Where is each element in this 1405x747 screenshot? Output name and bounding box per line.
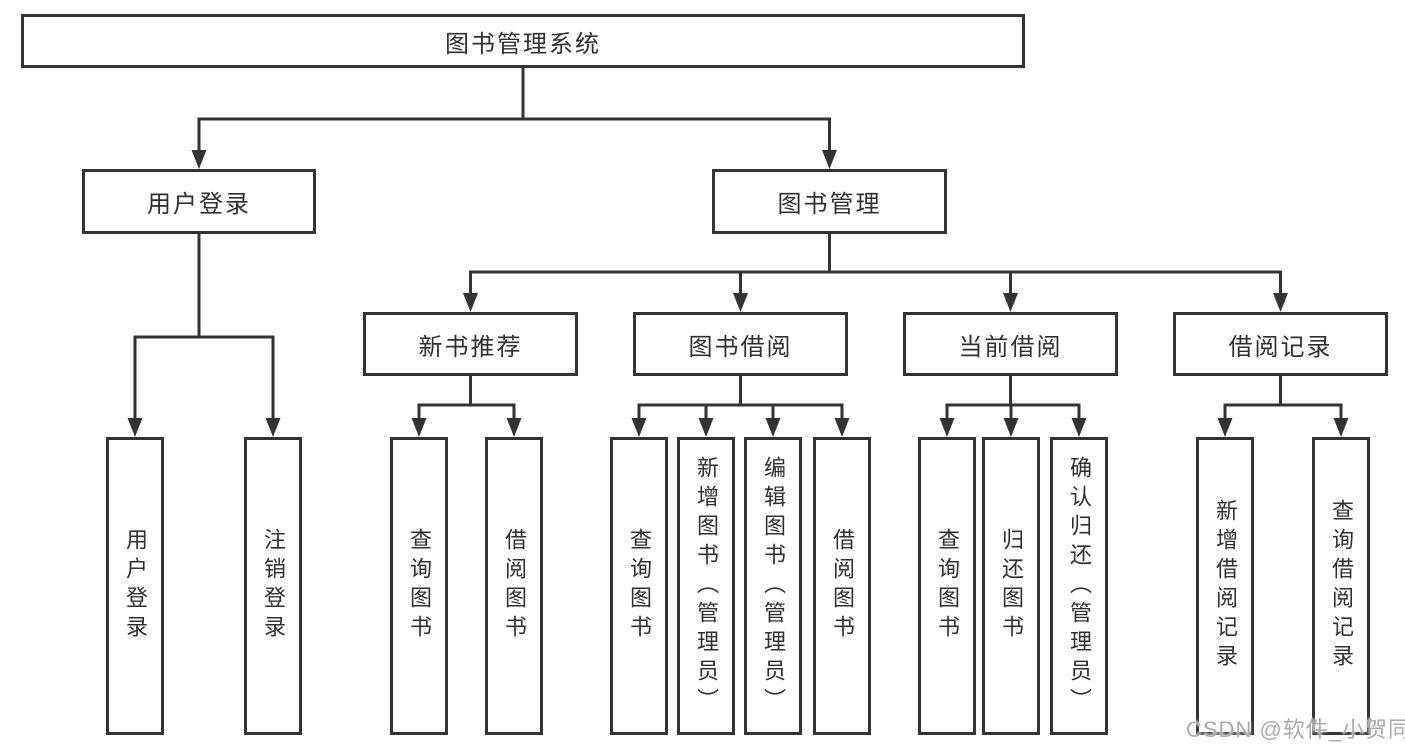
- node-new-book-recommendation: 新书推荐: [363, 312, 578, 376]
- node-user-login-label: 用户登录: [147, 191, 251, 218]
- connector-root-rail: [197, 117, 831, 152]
- arrowheads: [127, 150, 1349, 437]
- arrowhead-icon: [1333, 418, 1349, 437]
- connector-current-borrow-rail: [945, 403, 1081, 419]
- node-book-borrowing: 图书借阅: [633, 312, 848, 376]
- node-book-management-label: 图书管理: [777, 191, 882, 218]
- node-current-borrowing-label: 当前借阅: [958, 333, 1063, 361]
- leaf-bb-add-books-admin-label: 新增图书（管理员）: [694, 455, 719, 717]
- connector-book-mgmt-rail: [469, 270, 1282, 294]
- leaf-bb-edit-books-admin: 编辑图书（管理员）: [744, 437, 802, 735]
- arrowhead-icon: [1217, 418, 1233, 437]
- leaf-bb-query-books: 查询图书: [610, 437, 668, 735]
- connector-records-rail: [1223, 403, 1343, 419]
- leaf-br-add-borrow-record-label: 新增借阅记录: [1213, 499, 1238, 673]
- node-borrowing-records-label: 借阅记录: [1228, 333, 1333, 361]
- node-root-label: 图书管理系统: [445, 30, 601, 58]
- arrowhead-icon: [733, 293, 748, 312]
- node-user-login: 用户登录: [82, 169, 316, 234]
- leaf-user-login: 用户登录: [106, 437, 164, 735]
- leaf-cb-confirm-return-admin-label: 确认归还（管理员）: [1067, 455, 1092, 717]
- arrowhead-icon: [631, 418, 647, 437]
- leaf-nb-borrow-books: 借阅图书: [485, 437, 543, 735]
- leaf-nb-query-books-label: 查询图书: [407, 528, 432, 644]
- arrowhead-icon: [939, 418, 955, 437]
- leaf-bb-query-books-label: 查询图书: [627, 528, 652, 644]
- leaf-cb-confirm-return-admin: 确认归还（管理员）: [1050, 437, 1108, 735]
- arrowhead-icon: [411, 418, 427, 437]
- leaf-user-login-label: 用户登录: [123, 528, 148, 644]
- arrowhead-icon: [127, 418, 143, 437]
- connector-book-borrow-rail: [637, 403, 844, 419]
- arrowhead-icon: [822, 150, 837, 169]
- leaf-cb-return-books: 归还图书: [982, 437, 1040, 735]
- node-current-borrowing: 当前借阅: [903, 312, 1118, 376]
- leaf-bb-borrow-books-label: 借阅图书: [830, 528, 855, 644]
- arrowhead-icon: [191, 150, 207, 169]
- leaf-logout-label: 注销登录: [261, 528, 286, 644]
- leaf-bb-borrow-books: 借阅图书: [813, 437, 871, 735]
- node-root: 图书管理系统: [21, 14, 1025, 68]
- leaf-logout: 注销登录: [244, 437, 302, 735]
- leaf-cb-query-books: 查询图书: [918, 437, 976, 735]
- node-borrowing-records: 借阅记录: [1173, 312, 1388, 376]
- leaf-br-add-borrow-record: 新增借阅记录: [1196, 437, 1254, 735]
- arrowhead-icon: [765, 418, 781, 437]
- leaf-br-query-borrow-record-label: 查询借阅记录: [1329, 499, 1354, 673]
- leaf-nb-query-books: 查询图书: [390, 437, 448, 735]
- leaf-bb-edit-books-admin-label: 编辑图书（管理员）: [761, 455, 786, 717]
- arrowhead-icon: [698, 418, 714, 437]
- node-book-management: 图书管理: [712, 169, 947, 234]
- leaf-cb-query-books-label: 查询图书: [935, 528, 960, 644]
- arrowhead-icon: [265, 418, 281, 437]
- arrowhead-icon: [506, 418, 522, 437]
- node-new-book-recommendation-label: 新书推荐: [418, 333, 523, 361]
- csdn-watermark: CSDN @软件_小贺同学: [1186, 717, 1405, 742]
- leaf-bb-add-books-admin: 新增图书（管理员）: [677, 437, 735, 735]
- arrowhead-icon: [1071, 418, 1087, 437]
- leaf-nb-borrow-books-label: 借阅图书: [502, 528, 527, 644]
- leaf-br-query-borrow-record: 查询借阅记录: [1312, 437, 1370, 735]
- arrowhead-icon: [834, 418, 850, 437]
- arrowhead-icon: [463, 293, 478, 312]
- arrowhead-icon: [1273, 293, 1288, 312]
- node-book-borrowing-label: 图书借阅: [688, 333, 793, 361]
- arrowhead-icon: [1003, 418, 1019, 437]
- connector-new-book-rail: [417, 403, 516, 419]
- arrowhead-icon: [1003, 293, 1018, 312]
- connector-user-login-rail: [133, 335, 275, 419]
- leaf-cb-return-books-label: 归还图书: [999, 528, 1024, 644]
